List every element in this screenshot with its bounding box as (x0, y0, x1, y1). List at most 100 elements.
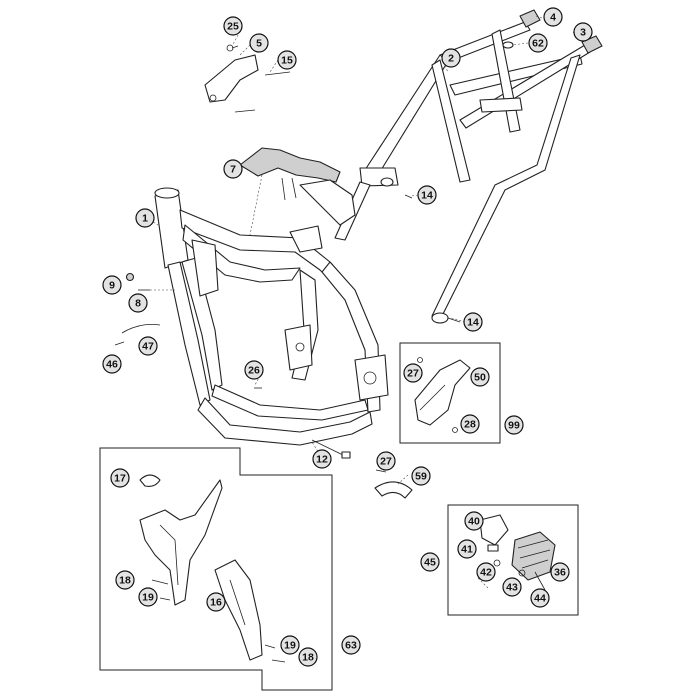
callout-circle (102, 275, 122, 295)
callout-label: 1 (142, 213, 148, 225)
frame-guard-kit-box (399, 342, 501, 444)
callout-12: 12 (312, 449, 332, 469)
callout-circle (280, 635, 300, 655)
callout-label: 46 (106, 359, 118, 371)
callout-circle (573, 22, 593, 42)
callout-label: 5 (256, 38, 262, 50)
callout-circle (420, 552, 440, 572)
callout-25: 25 (223, 16, 243, 36)
callout-40: 40 (464, 511, 484, 531)
frame-bolts (254, 194, 461, 459)
main-frame (154, 187, 389, 446)
callout-36: 36 (550, 562, 570, 582)
callout-circle (417, 185, 437, 205)
small-left-parts (114, 272, 175, 346)
callout-label: 18 (302, 652, 314, 664)
callout-circle (312, 449, 332, 469)
callout-47: 47 (138, 336, 158, 356)
callout-circle (464, 511, 484, 531)
callout-circle (249, 33, 269, 53)
callout-41: 41 (457, 539, 477, 559)
callout-label: 26 (248, 365, 260, 377)
callout-circle (530, 588, 550, 608)
callout-26: 26 (244, 360, 264, 380)
callout-label: 40 (468, 516, 480, 528)
callout-27: 27 (376, 451, 396, 471)
callout-42: 42 (476, 562, 496, 582)
callout-label: 9 (109, 280, 115, 292)
callout-50: 50 (470, 367, 490, 387)
callout-4: 4 (543, 7, 563, 27)
callout-label: 16 (210, 597, 222, 609)
callout-circle (298, 647, 318, 667)
callout-label: 27 (380, 456, 392, 468)
callout-label: 28 (464, 419, 476, 431)
chain-guide-guard (374, 469, 413, 499)
callout-circle (463, 312, 483, 332)
callout-circle (135, 208, 155, 228)
callout-circle (441, 48, 461, 68)
frame-protector-group-box (99, 447, 333, 691)
callout-circle (504, 415, 524, 435)
callout-circle (476, 562, 496, 582)
callout-43: 43 (502, 577, 522, 597)
callout-19: 19 (138, 587, 158, 607)
callout-circle (102, 354, 122, 374)
callout-5: 5 (249, 33, 269, 53)
callout-label: 19 (142, 592, 154, 604)
callout-63: 63 (341, 635, 361, 655)
callout-label: 15 (281, 55, 293, 67)
callout-label: 36 (554, 567, 566, 579)
callout-18: 18 (298, 647, 318, 667)
callout-label: 7 (230, 164, 236, 176)
callout-circle (138, 587, 158, 607)
callout-28: 28 (460, 414, 480, 434)
callout-label: 59 (415, 471, 427, 483)
callout-14: 14 (463, 312, 483, 332)
callout-label: 25 (227, 21, 239, 33)
callout-circle (543, 7, 563, 27)
callout-circle (411, 466, 431, 486)
callout-label: 14 (421, 190, 433, 202)
callout-circle (550, 562, 570, 582)
callout-3: 3 (573, 22, 593, 42)
callout-label: 50 (474, 372, 486, 384)
callout-circle (376, 451, 396, 471)
callout-circle (528, 33, 548, 53)
frame-guard-kit (414, 357, 471, 433)
callout-circle (341, 635, 361, 655)
callout-label: 4 (550, 12, 556, 24)
callout-label: 62 (532, 38, 544, 50)
callout-label: 43 (506, 582, 518, 594)
callout-circle (115, 570, 135, 590)
callout-9: 9 (102, 275, 122, 295)
leader-lines (149, 15, 587, 589)
callout-label: 3 (580, 27, 586, 39)
callout-45: 45 (420, 552, 440, 572)
callout-7: 7 (223, 159, 243, 179)
callout-label: 42 (480, 567, 492, 579)
callout-18: 18 (115, 570, 135, 590)
callout-label: 12 (316, 454, 328, 466)
callout-8: 8 (128, 293, 148, 313)
rear-subframe (334, 21, 591, 324)
callout-circle (206, 592, 226, 612)
callout-label: 18 (119, 575, 131, 587)
callout-19: 19 (280, 635, 300, 655)
callout-circle (138, 336, 158, 356)
callout-label: 8 (135, 298, 141, 310)
callout-label: 14 (467, 317, 479, 329)
callout-17: 17 (110, 468, 130, 488)
callout-label: 41 (461, 544, 473, 556)
callout-label: 17 (114, 473, 126, 485)
callout-circle (502, 577, 522, 597)
callout-59: 59 (411, 466, 431, 486)
callout-circle (470, 367, 490, 387)
callout-46: 46 (102, 354, 122, 374)
callout-circle (403, 363, 423, 383)
callout-circle (110, 468, 130, 488)
callout-circle (244, 360, 264, 380)
callout-15: 15 (277, 50, 297, 70)
callout-label: 45 (424, 557, 436, 569)
